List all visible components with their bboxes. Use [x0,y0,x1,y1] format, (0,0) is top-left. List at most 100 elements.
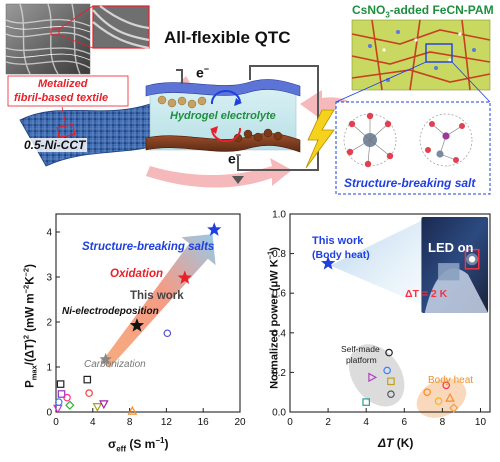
highlight-point [207,222,222,236]
literature-point [449,403,459,413]
label-ni-electrodeposition: Ni-electrodeposition [62,306,159,317]
y-tick-label: 1 [46,363,52,374]
literature-point [163,329,172,338]
sem-image-zoom [92,5,150,50]
title-base: CsNO [352,3,386,17]
literature-point [434,397,443,405]
label-this-work-left: This work [130,290,184,302]
highlight-point [129,318,145,332]
label-structure-breaking-salts: Structure-breaking salts [82,241,215,253]
y-tick-label: 0.4 [272,328,286,339]
ylabel-text-right: Normalized power (μW K [268,259,281,389]
callout-wedge [330,217,428,308]
device-on-arm [438,263,460,281]
y-tick-label: 0 [46,408,52,419]
y-tick-label: 2 [46,318,52,329]
plot-frame [289,213,491,413]
y-tick-label: 4 [46,228,52,239]
literature-point [442,381,450,390]
ylabel-end-right: ) [268,247,281,251]
x-tick-label: 20 [234,417,246,428]
literature-point [54,398,63,406]
literature-point [83,375,92,384]
x-tick-label: 8 [440,417,446,428]
ylabel-mid: /(ΔT) [24,339,37,366]
literature-point [99,400,109,410]
hydrogel-material-title: CsNO3-added FeCN-PAM [352,3,494,19]
literature-point [387,377,395,386]
literature-point [56,380,65,388]
structure-breaking-salt-label: Structure-breaking salt [344,176,476,190]
ylabel-sup-right: −1 [265,250,275,260]
y-tick-label: 0.2 [272,368,286,379]
x-tick-label: 0 [53,417,59,428]
xlabel-base: σ [108,437,117,451]
x-tick-label: 12 [161,417,173,428]
xlabel-end: ) [164,437,169,451]
cct-label: 0.5-Ni-CCT [22,138,88,152]
left-x-axis-label: σeff (S m−1) [108,436,168,453]
literature-point [65,400,75,410]
right-y-axis-label: Normalized power (μW K−1) [266,247,281,389]
literature-point [445,392,455,402]
trend-arrow [101,234,216,368]
label-self-made-line1: Self-made [341,344,380,354]
ylabel-sup: 2 [21,334,31,340]
literature-point [368,372,378,383]
literature-point [423,388,431,397]
arrow-bottom [146,158,292,188]
textile-label-line1: Metalized [38,78,88,90]
x-tick-label: 8 [127,417,133,428]
y-tick-label: 3 [46,273,52,284]
literature-point [57,390,66,398]
textile-sheet [19,103,173,167]
x-tick-label: 6 [402,417,408,428]
xlabel-unit-sup: −1 [155,436,165,445]
literature-point [85,389,93,397]
led-highlight-box [464,248,480,270]
main-title: All-flexible QTC [164,28,291,47]
xlabel-unit: (S m [126,437,156,451]
ylabel-unit2: K [24,276,37,285]
label-self-made-line2: platform [346,355,377,365]
label-body-heat: Body heat [428,375,474,386]
electron-label-bottom: e− [228,150,241,167]
electron-bottom-sup: − [235,150,242,160]
label-this-work-right-line2: (Body heat) [312,249,370,261]
ylabel-end: ) [24,264,37,268]
literature-point [92,403,103,412]
x-tick-label: 4 [90,417,96,428]
body-heat-region [416,378,467,418]
electron-top-sup: − [203,64,210,74]
ylabel-unit-sup: −2 [21,284,31,294]
literature-point [53,404,63,414]
textile-label-line2: fibril-based textile [14,92,109,104]
label-carbonization: Carbonization [84,359,146,370]
qtc-schematic [5,3,491,195]
label-delta-t-2k: ΔT = 2 K [405,288,448,300]
literature-point [63,393,71,402]
electron-label-top: e− [196,64,209,81]
xlabel-base-right: ΔT [378,436,394,450]
x-tick-label: 0 [287,417,293,428]
literature-point [127,405,138,415]
right-x-axis-label: ΔT (K) [378,436,413,450]
hydrogel-electrolyte-label: Hydrogel electrolyte [170,110,276,122]
highlight-point [177,270,192,284]
highlight-point [99,352,112,365]
ylabel-unit: (mW m [24,293,37,335]
label-led-on: LED on [428,240,474,255]
hydrogel-network-panel [351,19,491,91]
ylabel-text: P [24,380,37,388]
structure-breaking-salt-panel [335,101,491,195]
plot-frame [55,213,241,413]
lightning-icon [305,109,335,169]
y-tick-label: 0.8 [272,249,286,260]
y-tick-label: 0.0 [272,408,286,419]
literature-point [385,348,393,357]
title-rest: -added FeCN-PAM [389,3,494,17]
literature-point [387,390,395,398]
